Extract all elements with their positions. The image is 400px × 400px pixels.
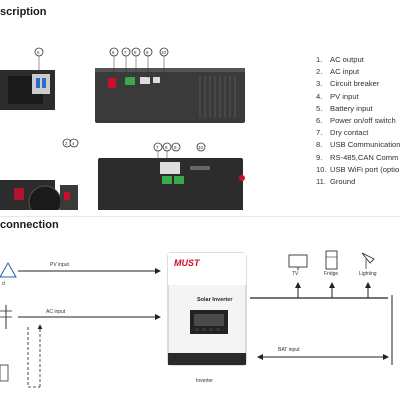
lamp-icon: [361, 252, 375, 269]
bat-input-label: BAT input: [278, 347, 300, 353]
callout-bottom-6: [196, 142, 206, 152]
callout-bottom-3: [153, 142, 163, 160]
callout-label: 7: [124, 50, 127, 55]
callout-top-1: [34, 47, 44, 74]
legend-item: 7.Dry contact: [316, 128, 369, 138]
section-title-description: scription: [0, 6, 47, 18]
brand-logo: MUST: [174, 258, 200, 268]
section-divider: [0, 216, 400, 217]
pv-input-label: PV input: [50, 262, 69, 268]
legend-item: 10.USB WiFi port (optio: [316, 164, 400, 174]
inverter-front: [167, 252, 247, 366]
legend-item: 3.Circuit breaker: [316, 79, 380, 89]
callout-label: 10: [161, 50, 167, 55]
callout-label: 9: [146, 50, 149, 55]
callout-top-5: [143, 47, 153, 78]
legend-item: 9.RS-485,CAN Comm: [316, 152, 399, 162]
inverter-caption: Inverter: [196, 378, 213, 384]
callout-label: 10: [198, 145, 204, 150]
callout-top-4: [131, 47, 141, 78]
connection-diagram: [0, 250, 393, 388]
inverter-side-view-1: [0, 70, 55, 110]
callout-label: 8: [165, 145, 168, 150]
callout-label: 6: [112, 50, 115, 55]
device-diagram-top: [0, 47, 245, 210]
callout-bottom-4: [162, 142, 172, 160]
callout-bottom-2: [69, 138, 79, 148]
component-legend: 1.AC output 2.AC input 3.Circuit breaker…: [316, 54, 400, 188]
callout-top-2: [109, 47, 119, 78]
battery-icon: [0, 364, 9, 382]
callout-label: 4: [72, 141, 75, 146]
callout-label: 8: [134, 50, 137, 55]
tv-icon: [288, 254, 308, 270]
product-name: Solar Inverter: [197, 297, 233, 303]
legend-item: 1.AC output: [316, 55, 364, 64]
dashed-connector: [27, 327, 40, 388]
legend-item: 6.Power on/off switch: [316, 116, 396, 126]
callout-top-3: [121, 47, 131, 78]
callout-label: 7: [156, 145, 159, 150]
ac-input-label: AC input: [46, 309, 66, 315]
legend-item: 5.Battery input: [316, 103, 373, 113]
inverter-back-view-1: [95, 68, 245, 123]
load-label-lighting: Lighting: [359, 271, 377, 277]
load-label-fridge: Fridge: [324, 271, 339, 277]
callout-label: 9: [174, 145, 177, 150]
callout-bottom-5: [171, 142, 181, 152]
callout-label: 2: [65, 141, 68, 146]
legend-item: 11.Ground: [316, 177, 356, 187]
legend-item: 8.USB Communication: [316, 140, 400, 150]
left-cut-label: d: [2, 281, 5, 287]
solar-panel-icon: [0, 261, 17, 278]
legend-item: 2.AC input: [316, 67, 360, 77]
inverter-back-view-2: [98, 158, 245, 210]
load-label-tv: TV: [292, 271, 299, 277]
inverter-bottom-view-2: [60, 185, 78, 210]
grid-icon: [0, 305, 12, 329]
inverter-bottom-view-1: [0, 180, 62, 210]
fridge-icon: [325, 250, 338, 270]
callout-top-6: [159, 47, 169, 78]
legend-item: 4.PV input: [316, 91, 359, 101]
section-title-connection: connection: [0, 219, 59, 231]
callout-label: 5: [37, 50, 40, 55]
